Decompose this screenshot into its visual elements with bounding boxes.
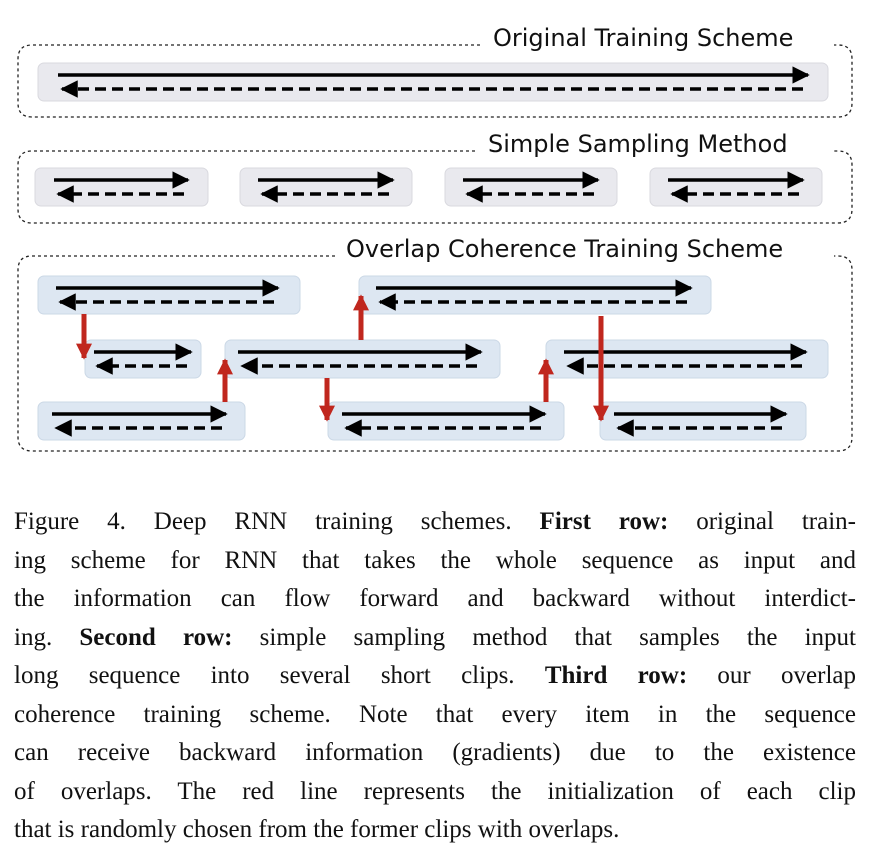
row-simple-sampling: Simple Sampling Method xyxy=(17,130,853,224)
clip xyxy=(37,275,301,315)
clip xyxy=(37,401,246,441)
row-title: Overlap Coherence Training Scheme xyxy=(346,235,783,263)
clip xyxy=(239,167,413,207)
clip xyxy=(224,339,501,379)
clip xyxy=(545,339,829,379)
row-title: Simple Sampling Method xyxy=(488,130,788,158)
clip xyxy=(327,401,565,441)
row-overlap-coherence: Overlap Coherence Training Scheme xyxy=(17,235,853,452)
row-title: Original Training Scheme xyxy=(493,24,793,52)
caption-line: that is randomly chosen from the former … xyxy=(14,816,620,843)
caption-line: can receive backward information (gradie… xyxy=(14,739,856,766)
clip xyxy=(37,62,829,102)
clip xyxy=(444,167,618,207)
caption-bold: Third row: xyxy=(544,662,688,689)
caption-line: coherence training scheme. Note that eve… xyxy=(14,700,856,728)
caption-line: ing. Second row: simple sampling method … xyxy=(14,623,856,651)
caption-line: long sequence into several short clips. … xyxy=(14,662,856,689)
caption-bold: Second row: xyxy=(79,623,233,651)
row-original-training: Original Training Scheme xyxy=(17,24,853,118)
clip xyxy=(649,167,823,207)
training-schemes-figure: Original Training Scheme Simple Sampling… xyxy=(17,24,853,452)
figure-caption: Figure 4. Deep RNN training schemes. Fir… xyxy=(14,503,856,850)
clip xyxy=(84,339,202,379)
clip xyxy=(358,275,712,315)
caption-line: of overlaps. The red line represents the… xyxy=(14,777,856,805)
clip xyxy=(599,401,807,441)
caption-bold: First row: xyxy=(539,508,669,535)
caption-line: Figure 4. Deep RNN training schemes. Fir… xyxy=(14,508,856,535)
clip xyxy=(34,167,209,207)
caption-line: ing scheme for RNN that takes the whole … xyxy=(14,546,856,574)
caption-line: the information can flow forward and bac… xyxy=(14,585,856,612)
